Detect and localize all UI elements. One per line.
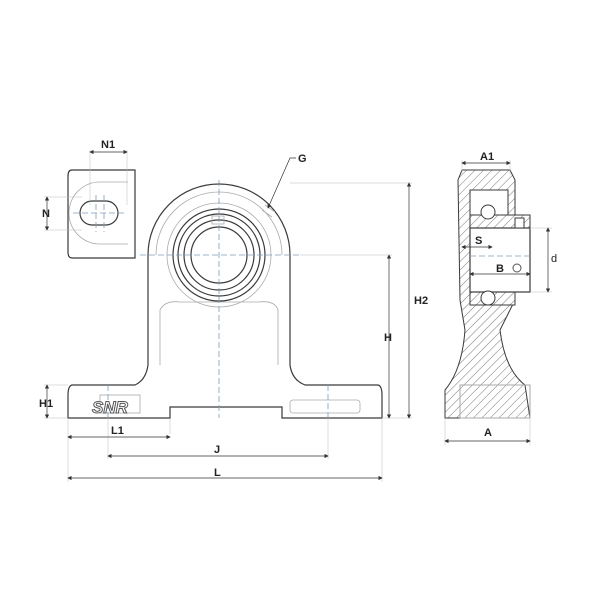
label-s: S [475, 235, 482, 247]
label-d: d [551, 253, 557, 265]
label-a1: A1 [480, 151, 494, 163]
label-g: G [298, 153, 307, 165]
dimensions [44, 149, 552, 482]
label-h2: H2 [414, 295, 428, 307]
label-a: A [484, 427, 492, 439]
housing-front-view: SNR [67, 180, 383, 419]
label-h1: H1 [39, 398, 53, 410]
dimension-labels: N1 N G H2 H H1 L1 J L A1 S B d A [39, 139, 557, 479]
label-l1: L1 [111, 425, 124, 437]
label-n1: N1 [101, 139, 115, 151]
label-j: J [214, 444, 220, 456]
label-l: L [214, 467, 221, 479]
snr-logo: SNR [92, 398, 129, 417]
label-b: B [496, 263, 504, 275]
label-n: N [42, 208, 50, 220]
label-h: H [384, 332, 392, 344]
foot-slot-view [67, 169, 136, 259]
housing-side-section [444, 169, 531, 419]
